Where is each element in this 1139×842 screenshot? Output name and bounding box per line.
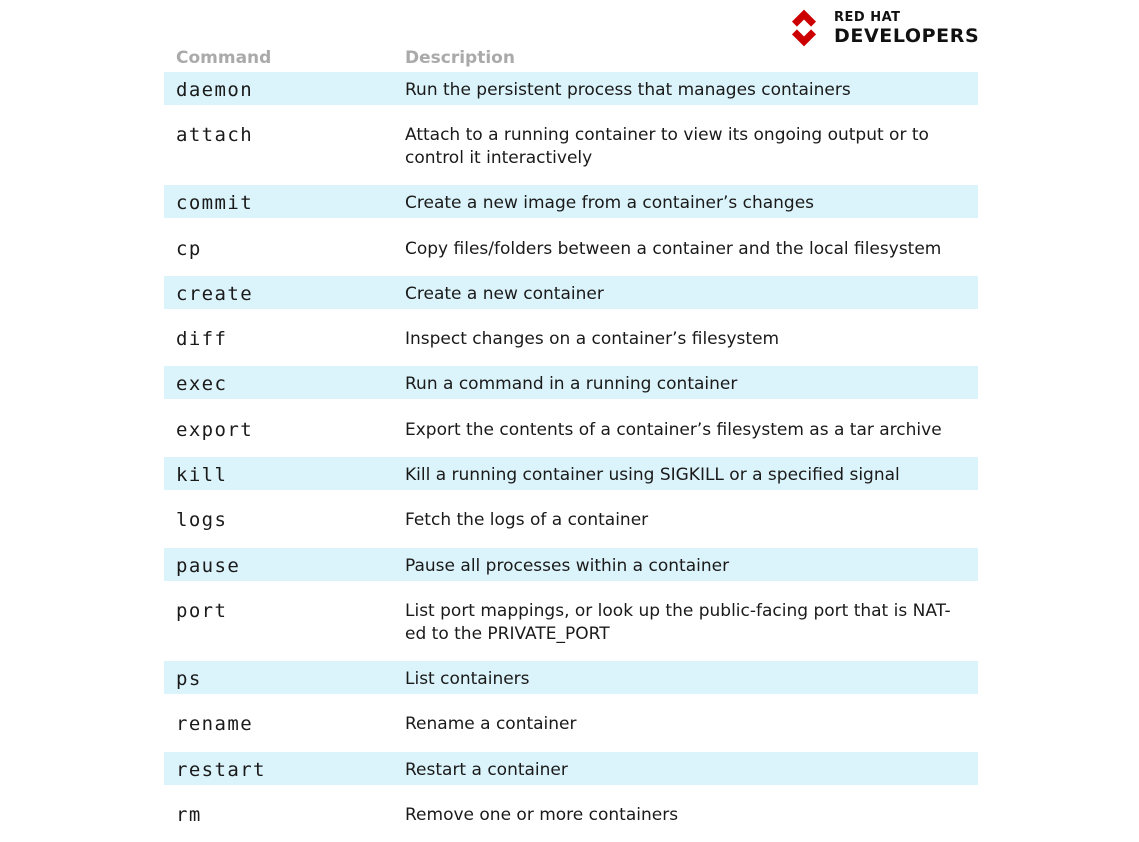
- red-hat-logo-icon: [791, 9, 817, 47]
- description-cell: Fetch the logs of a container: [405, 510, 649, 531]
- command-cell: port: [176, 599, 228, 622]
- table-row: diff Inspect changes on a container’s fi…: [164, 321, 978, 366]
- header-command: Command: [176, 48, 272, 68]
- logo-line-developers: DEVELOPERS: [834, 24, 980, 47]
- description-cell: Remove one or more containers: [405, 804, 679, 825]
- command-cell: commit: [176, 192, 254, 215]
- table-row: logs Fetch the logs of a container: [164, 502, 978, 547]
- command-cell: diff: [176, 328, 228, 351]
- command-cell: exec: [176, 373, 228, 396]
- command-cell: ps: [176, 667, 202, 690]
- description-cell: Pause all processes within a container: [405, 555, 730, 576]
- table-row: attach Attach to a running container to …: [164, 117, 978, 185]
- command-cell: create: [176, 282, 254, 305]
- command-table: Command Description daemon Run the persi…: [164, 44, 978, 842]
- table-row: commit Create a new image from a contain…: [164, 185, 978, 230]
- description-cell: Export the contents of a container’s fil…: [405, 419, 942, 440]
- description-cell: Create a new container: [405, 283, 604, 304]
- table-row: ps List containers: [164, 660, 978, 706]
- table-row: exec Run a command in a running containe…: [164, 366, 978, 411]
- description-cell: Rename a container: [405, 714, 577, 735]
- description-cell: List containers: [405, 668, 530, 689]
- table-row: rm Remove one or more containers: [164, 797, 978, 842]
- table-row: restart Restart a container: [164, 751, 978, 797]
- table-row: cp Copy files/folders between a containe…: [164, 231, 978, 276]
- description-cell: List port mappings, or look up the publi…: [405, 600, 951, 644]
- command-cell: cp: [176, 237, 202, 260]
- logo-line-red-hat: RED HAT: [834, 9, 901, 25]
- table-row: port List port mappings, or look up the …: [164, 593, 978, 661]
- description-cell: Create a new image from a container’s ch…: [405, 193, 815, 214]
- description-cell: Copy files/folders between a container a…: [405, 238, 942, 259]
- command-cell: restart: [176, 758, 266, 781]
- table-header: Command Description: [164, 44, 978, 72]
- description-cell: Run the persistent process that manages …: [405, 80, 851, 100]
- description-cell: Kill a running container using SIGKILL o…: [405, 465, 900, 486]
- red-hat-developers-logo: RED HAT DEVELOPERS: [782, 6, 982, 50]
- command-cell: logs: [176, 509, 228, 532]
- command-cell: rm: [176, 803, 202, 826]
- table-row: rename Rename a container: [164, 706, 978, 751]
- command-cell: kill: [176, 464, 228, 487]
- table-row: export Export the contents of a containe…: [164, 412, 978, 457]
- command-cell: pause: [176, 554, 241, 577]
- table-row: pause Pause all processes within a conta…: [164, 547, 978, 593]
- description-cell: Run a command in a running container: [405, 374, 738, 395]
- command-cell: export: [176, 418, 254, 441]
- description-cell: Attach to a running container to view it…: [405, 125, 929, 169]
- logo-text: RED HAT DEVELOPERS: [834, 11, 979, 46]
- header-description: Description: [405, 48, 515, 68]
- description-cell: Restart a container: [405, 759, 568, 780]
- table-row: daemon Run the persistent process that m…: [164, 72, 978, 117]
- command-cell: attach: [176, 124, 254, 147]
- table-row: create Create a new container: [164, 275, 978, 321]
- description-cell: Inspect changes on a container’s filesys…: [405, 329, 780, 350]
- command-cell: rename: [176, 713, 254, 736]
- command-cell: daemon: [176, 79, 254, 101]
- table-row: kill Kill a running container using SIGK…: [164, 457, 978, 502]
